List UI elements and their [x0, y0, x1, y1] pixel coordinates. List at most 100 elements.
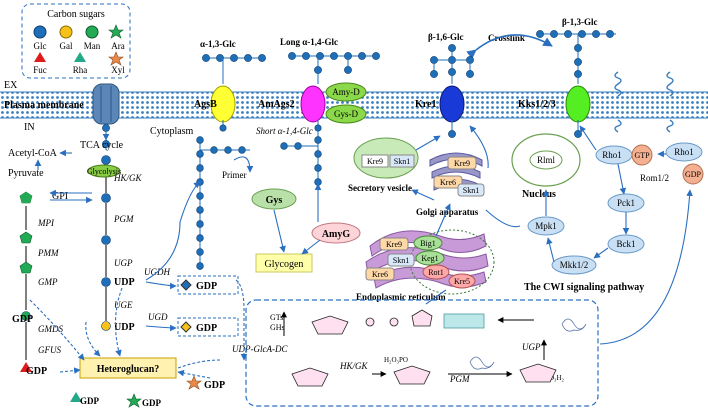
glc-residue — [430, 70, 438, 78]
cytoplasm-label: Cytoplasm — [150, 126, 194, 137]
gdp-ara-label: GDP — [142, 398, 162, 408]
gal-icon — [59, 25, 73, 39]
glc-residue — [536, 30, 544, 38]
gtp-label: GTP — [634, 151, 650, 160]
rlml-label: Rlml — [537, 155, 556, 165]
glc-residue — [196, 234, 204, 242]
fuc-label: Fuc — [33, 65, 47, 75]
mpi-label: MPI — [37, 218, 55, 228]
kks-protein — [565, 85, 591, 123]
glc-residue — [258, 54, 266, 62]
glc-residue — [196, 192, 204, 200]
glc-residue — [314, 136, 322, 144]
glc-residue — [606, 30, 614, 38]
ex-label: EX — [4, 80, 18, 91]
glc-label: Glc — [34, 41, 47, 51]
rha-label: Rha — [73, 65, 88, 75]
gdp-xyl-label: GDP — [204, 380, 225, 391]
plasma-membrane-label: Plasma membrane — [4, 100, 84, 111]
glc-residue — [202, 54, 210, 62]
glc-residue — [578, 30, 586, 38]
glc-node — [101, 155, 111, 165]
short-a14-glc-label: Short α-1,4-Glc — [256, 126, 313, 136]
glc-residue — [288, 52, 296, 60]
amags2-label: AmAgs2 — [258, 99, 295, 110]
inset-hkgk-label: HK/GK — [339, 361, 369, 371]
glc-residue — [344, 66, 352, 74]
gdp-circle — [682, 163, 704, 185]
keg1-label: Keg1 — [421, 254, 438, 263]
glc-residue — [358, 52, 366, 60]
man-pentagon-node — [19, 231, 33, 244]
pmm-label: PMM — [37, 248, 59, 258]
gdp-ara-node — [126, 393, 142, 408]
man-icon — [85, 25, 99, 39]
glc-residue — [244, 54, 252, 62]
glycolysis-oval — [87, 164, 121, 178]
gdp-box-2 — [177, 317, 239, 337]
big1-label: Big1 — [420, 239, 436, 248]
glc-residue — [216, 54, 224, 62]
glc-residue — [314, 150, 322, 158]
ara-icon — [108, 24, 124, 39]
rom-label: Rom1/2 — [640, 173, 669, 183]
uronic-acid-node — [180, 279, 192, 291]
gdp-rha-label: GDP — [80, 396, 100, 406]
gal-label: Gal — [60, 41, 73, 51]
gdp-cwi-label: GDP — [685, 170, 702, 179]
a13-glc-label: α-1,3-Glc — [200, 39, 236, 49]
b16-glc-label: β-1,6-Glc — [428, 32, 463, 42]
membrane-transporter — [92, 83, 120, 125]
glc-residue — [574, 130, 582, 138]
ugd-label: UGD — [148, 312, 168, 322]
pgm-label: PGM — [113, 214, 134, 224]
heteroglucan-label: Heteroglucan? — [97, 364, 160, 375]
inset-pgm-label: PGM — [449, 374, 470, 384]
pck1-label: Pck1 — [617, 198, 635, 208]
rot1-label: Rot1 — [428, 268, 444, 277]
er-kre6-label: Kre6 — [372, 270, 388, 279]
glc-residue — [302, 52, 310, 60]
glc-residue — [448, 130, 456, 138]
legend-title: Carbon sugars — [47, 9, 105, 20]
udp-glucose-structure — [311, 309, 485, 335]
glc-residue — [219, 124, 227, 132]
long-a14-glc-label: Long α-1,4-Glc — [280, 37, 338, 47]
gdp-fuc-node — [20, 362, 32, 372]
gdp-fuc-label: GDP — [26, 366, 47, 377]
gdp-man-label: GDP — [12, 314, 33, 325]
tca-label: TCA cycle — [80, 140, 124, 151]
glc-residue — [550, 30, 558, 38]
gtp-circle — [631, 144, 653, 166]
protein-cartoon — [469, 318, 587, 370]
glc-residue — [330, 52, 338, 60]
secretory-vesicle-label: Secretory vesicle — [348, 183, 412, 193]
udp-glc-label: UDP — [114, 277, 135, 288]
glc-residue — [448, 44, 456, 52]
glc-residue — [196, 164, 204, 172]
mpk1-label: Mpk1 — [535, 221, 557, 231]
kre1-protein — [439, 85, 465, 123]
amy-d-label: Amy-D — [332, 87, 360, 97]
man-pentagon-node — [19, 261, 33, 274]
glc-residue — [592, 30, 600, 38]
udp-glca-dc-label: UDP-GlcA-DC — [232, 344, 288, 354]
glc-residue — [314, 66, 322, 74]
glc-residue — [196, 136, 204, 144]
er-label: Endoplasmic reticulum — [356, 292, 446, 302]
gys-d-domain — [325, 104, 367, 124]
glc-icon — [33, 25, 47, 39]
glycogen-box — [255, 253, 313, 273]
glc-residue — [196, 262, 204, 270]
gmp-label: GMP — [38, 277, 58, 287]
ara-label: Ara — [111, 41, 125, 51]
glc-residue — [196, 220, 204, 228]
amags2-protein — [300, 85, 326, 123]
mpk1-oval — [527, 216, 565, 236]
kre1-label: Kre1 — [415, 99, 436, 110]
man-label: Man — [84, 41, 101, 51]
uronic-acid-node — [180, 321, 192, 333]
glc-residue — [466, 70, 474, 78]
